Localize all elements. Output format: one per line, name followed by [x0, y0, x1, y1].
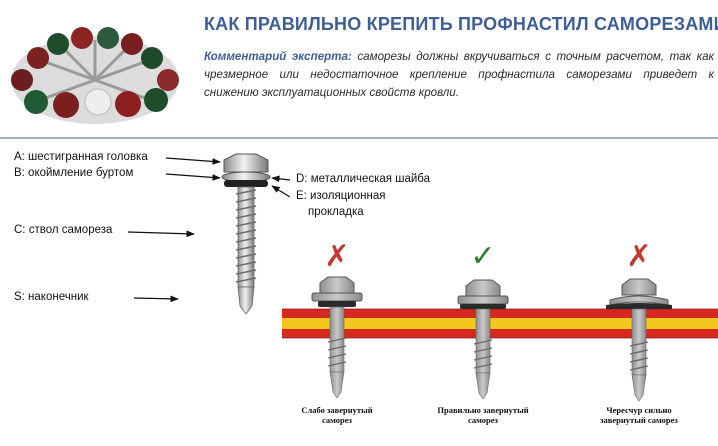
part-arrows: [127, 157, 291, 303]
check-icon: ✓: [470, 239, 495, 274]
caption-overtight: Чересчур сильно завернутый саморез: [584, 405, 694, 425]
installed-screw-loose: [311, 276, 363, 399]
divider: [0, 137, 718, 139]
page-title: КАК ПРАВИЛЬНО КРЕПИТЬ ПРОФНАСТИЛ САМОРЕЗ…: [204, 14, 718, 34]
comment-lead: Комментарий эксперта:: [204, 50, 352, 63]
label-tip: S: наконечник: [14, 291, 89, 303]
screw-diagram-icon: [221, 153, 271, 315]
expert-comment: Комментарий эксперта: саморезы должны вк…: [204, 48, 714, 102]
caption-loose-line2: саморез: [322, 415, 352, 425]
cross-icon: ✗: [324, 239, 349, 274]
installed-screw-correct: [457, 279, 509, 400]
label-hex-head: A: шестигранная головка: [14, 151, 148, 163]
caption-correct-line2: саморез: [468, 415, 498, 425]
label-gasket-2: прокладка: [308, 206, 364, 218]
label-gasket-1: E: изоляционная: [296, 190, 386, 202]
roof-sheet: [282, 308, 718, 339]
caption-correct-line1: Правильно завернутый: [437, 405, 529, 415]
comment-text: саморезы должны вкручиваться с точным ра…: [204, 50, 714, 99]
screw-set-photo: [11, 27, 179, 124]
caption-loose: Слабо завернутый саморез: [282, 405, 392, 425]
caption-overtight-line2: завернутый саморез: [600, 415, 678, 425]
label-shank: C: ствол самореза: [14, 224, 113, 236]
label-metal-washer: D: металлическая шайба: [296, 173, 430, 185]
cross-icon: ✗: [626, 239, 651, 274]
caption-correct: Правильно завернутый саморез: [428, 405, 538, 425]
installed-screw-overtight: [606, 278, 672, 402]
caption-loose-line1: Слабо завернутый: [301, 405, 373, 415]
label-collar: B: окоймление буртом: [14, 167, 134, 179]
caption-overtight-line1: Чересчур сильно: [606, 405, 672, 415]
